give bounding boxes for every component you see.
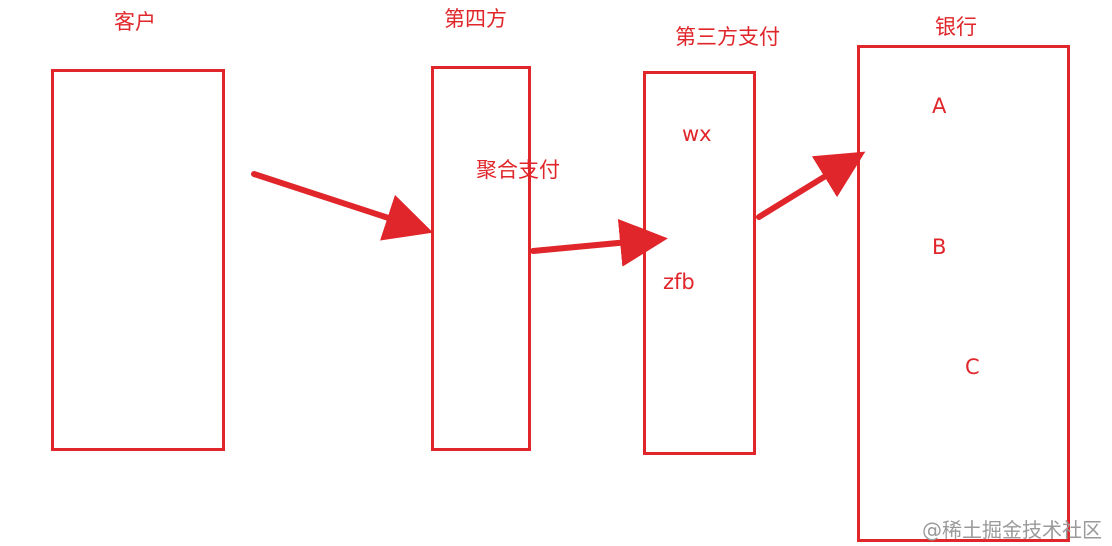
- bank-box: [857, 45, 1070, 542]
- arrow-customer-to-fourth-party: [251, 171, 434, 241]
- fourth-party-box: [431, 66, 531, 451]
- customer-title: 客户: [114, 10, 156, 34]
- bank-b-label: B: [932, 235, 947, 259]
- arrow-third-party-to-bank: [756, 151, 866, 220]
- bank-a-label: A: [932, 94, 947, 118]
- wx-label: wx: [682, 122, 712, 146]
- fourth-party-title: 第四方: [444, 7, 507, 31]
- third-party-title: 第三方支付: [675, 25, 780, 49]
- customer-box: [51, 69, 225, 451]
- aggregated-payment-label: 聚合支付: [476, 158, 560, 182]
- bank-c-label: C: [965, 355, 980, 379]
- arrow-fourth-party-to-third-party: [530, 218, 668, 267]
- zfb-label: zfb: [663, 270, 695, 294]
- bank-title: 银行: [935, 15, 977, 39]
- watermark-text: @稀土掘金技术社区: [922, 518, 1102, 542]
